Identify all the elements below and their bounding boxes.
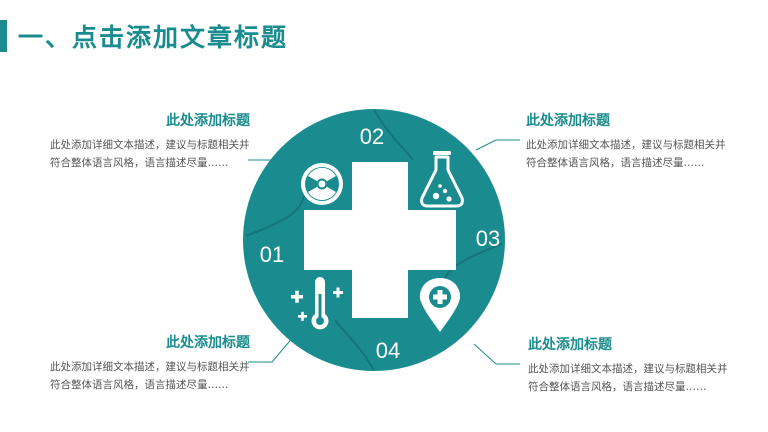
connector-line-03 bbox=[248, 335, 295, 363]
segment-number-04: 04 bbox=[376, 338, 400, 363]
text-block-03: 此处添加标题 此处添加详细文本描述，建议与标题相关并符合整体语言风格，语言描述尽… bbox=[528, 334, 728, 396]
block-description: 此处添加详细文本描述，建议与标题相关并符合整体语言风格，语言描述尽量…… bbox=[50, 361, 250, 391]
segment-number-01: 01 bbox=[260, 242, 284, 267]
block-description: 此处添加详细文本描述，建议与标题相关并符合整体语言风格，语言描述尽量…… bbox=[50, 139, 250, 169]
thermometer-icon bbox=[291, 277, 343, 330]
radiation-icon bbox=[301, 163, 343, 205]
text-block-02: 此处添加标题 此处添加详细文本描述，建议与标题相关并符合整体语言风格，语言描述尽… bbox=[526, 110, 726, 172]
location-pin-cross-icon bbox=[419, 278, 461, 332]
connector-line-04 bbox=[473, 343, 520, 365]
block-heading: 此处添加标题 bbox=[526, 113, 610, 129]
white-cross bbox=[304, 162, 456, 318]
flask-icon bbox=[420, 151, 464, 208]
block-description: 此处添加详细文本描述，建议与标题相关并符合整体语言风格，语言描述尽量…… bbox=[528, 363, 728, 393]
slide-title: 一、点击添加文章标题 bbox=[18, 23, 289, 52]
segment-number-02: 02 bbox=[360, 124, 384, 149]
title-accent-bar bbox=[0, 20, 7, 52]
block-heading: 此处添加标题 bbox=[166, 335, 250, 351]
text-block-01: 此处添加标题 此处添加详细文本描述，建议与标题相关并符合整体语言风格，语言描述尽… bbox=[50, 110, 250, 172]
block-description: 此处添加详细文本描述，建议与标题相关并符合整体语言风格，语言描述尽量…… bbox=[526, 139, 726, 169]
segment-number-03: 03 bbox=[476, 226, 500, 251]
connector-line-02 bbox=[475, 139, 520, 151]
text-block-04: 此处添加标题 此处添加详细文本描述，建议与标题相关并符合整体语言风格，语言描述尽… bbox=[50, 332, 250, 394]
block-heading: 此处添加标题 bbox=[166, 113, 250, 129]
block-heading: 此处添加标题 bbox=[528, 337, 612, 353]
